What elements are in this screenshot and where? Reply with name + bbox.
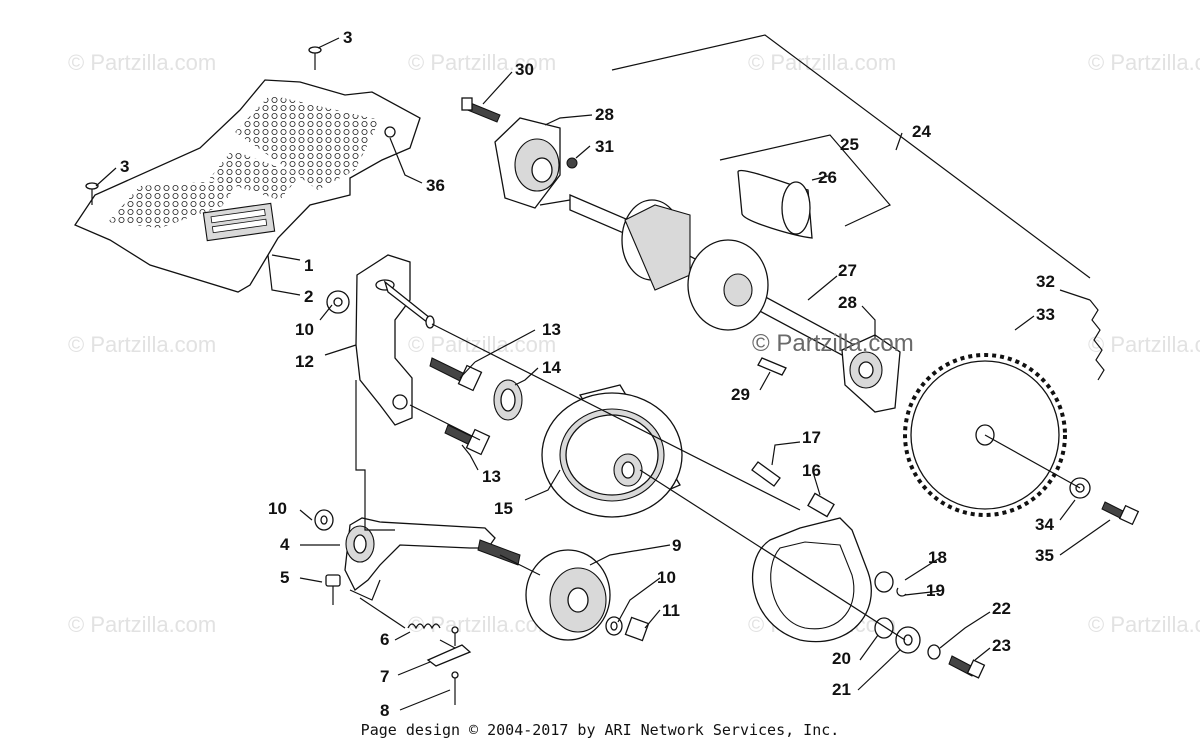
callout-35: 35 <box>1035 546 1054 565</box>
callout-12: 12 <box>295 352 314 371</box>
callout-10: 10 <box>295 320 314 339</box>
callout-3: 3 <box>343 28 352 47</box>
callout-14: 14 <box>542 358 561 377</box>
callout-15: 15 <box>494 499 513 518</box>
callout-19: 19 <box>926 581 945 600</box>
callout-26: 26 <box>818 168 837 187</box>
callout-17: 17 <box>802 428 821 447</box>
spring-6 <box>407 623 441 630</box>
callout-10: 10 <box>268 499 287 518</box>
watermark: © Partzilla.com <box>1088 612 1200 637</box>
jackshaft-assembly <box>461 97 901 413</box>
callout-21: 21 <box>832 680 851 699</box>
watermark: © Partzilla.com <box>1088 50 1200 75</box>
group-line-25 <box>719 134 891 227</box>
axis-lines <box>349 199 1081 649</box>
callout-2: 2 <box>304 287 313 306</box>
callout-33: 33 <box>1036 305 1055 324</box>
clip-19 <box>896 587 907 597</box>
watermark: © Partzilla.com <box>68 50 217 75</box>
watermark: © Partzilla.com <box>408 332 557 357</box>
bolt-35 <box>1101 501 1140 526</box>
callout-28: 28 <box>595 105 614 124</box>
screw-36 <box>384 126 396 138</box>
clip-7 <box>426 644 472 667</box>
callout-4: 4 <box>280 535 290 554</box>
watermark: © Partzilla.com <box>1088 332 1200 357</box>
callout-labels: 3 3 36 1 2 10 12 13 14 13 15 10 4 5 6 7 … <box>120 28 1055 720</box>
callout-10: 10 <box>657 568 676 587</box>
bolt-5 <box>325 574 341 605</box>
callout-20: 20 <box>832 649 851 668</box>
callout-13: 13 <box>542 320 561 339</box>
callout-9: 9 <box>672 536 681 555</box>
callout-23: 23 <box>992 636 1011 655</box>
center-watermark: © Partzilla.com <box>752 330 914 357</box>
callout-7: 7 <box>380 667 389 686</box>
watermark: © Partzilla.com <box>748 50 897 75</box>
group-line-24 <box>611 34 1091 279</box>
screw-3a <box>308 46 322 70</box>
callout-11: 11 <box>662 601 680 620</box>
watermark: © Partzilla.com <box>68 332 217 357</box>
stud-top <box>451 626 459 646</box>
washer-18 <box>874 571 894 593</box>
callout-8: 8 <box>380 701 389 720</box>
callout-3: 3 <box>120 157 129 176</box>
bracket-plate <box>355 254 435 426</box>
cover-plate <box>74 79 421 293</box>
bolt-23 <box>948 655 986 679</box>
chain-32 <box>1089 299 1105 381</box>
watermark: © Partzilla.com <box>408 50 557 75</box>
clutch-drum-15 <box>541 384 683 518</box>
callout-18: 18 <box>928 548 947 567</box>
callout-22: 22 <box>992 599 1011 618</box>
washer-22 <box>927 644 941 660</box>
callout-36: 36 <box>426 176 445 195</box>
callout-13: 13 <box>482 467 501 486</box>
leader-lines <box>95 37 1111 711</box>
callout-34: 34 <box>1035 515 1054 534</box>
pin-17 <box>751 461 781 487</box>
callout-27: 27 <box>838 261 857 280</box>
callout-16: 16 <box>802 461 821 480</box>
screw-3b <box>85 182 99 205</box>
bolt-13a <box>429 357 483 392</box>
nut-11 <box>624 616 650 642</box>
brake-band-16 <box>751 492 872 643</box>
callout-31: 31 <box>595 137 614 156</box>
callout-25: 25 <box>840 135 859 154</box>
pin-8 <box>451 671 459 705</box>
spacer-14 <box>493 379 523 421</box>
callout-6: 6 <box>380 630 389 649</box>
callout-30: 30 <box>515 60 534 79</box>
page-footer: Page design © 2004-2017 by ARI Network S… <box>360 721 840 739</box>
idler-pulley-9 <box>525 549 611 641</box>
tension-arm <box>344 517 521 591</box>
callout-1: 1 <box>304 256 313 275</box>
bolt-13b <box>444 424 491 456</box>
callout-29: 29 <box>731 385 750 404</box>
callout-32: 32 <box>1036 272 1055 291</box>
callout-24: 24 <box>912 122 931 141</box>
callout-28: 28 <box>838 293 857 312</box>
callout-5: 5 <box>280 568 289 587</box>
watermark: © Partzilla.com <box>68 612 217 637</box>
